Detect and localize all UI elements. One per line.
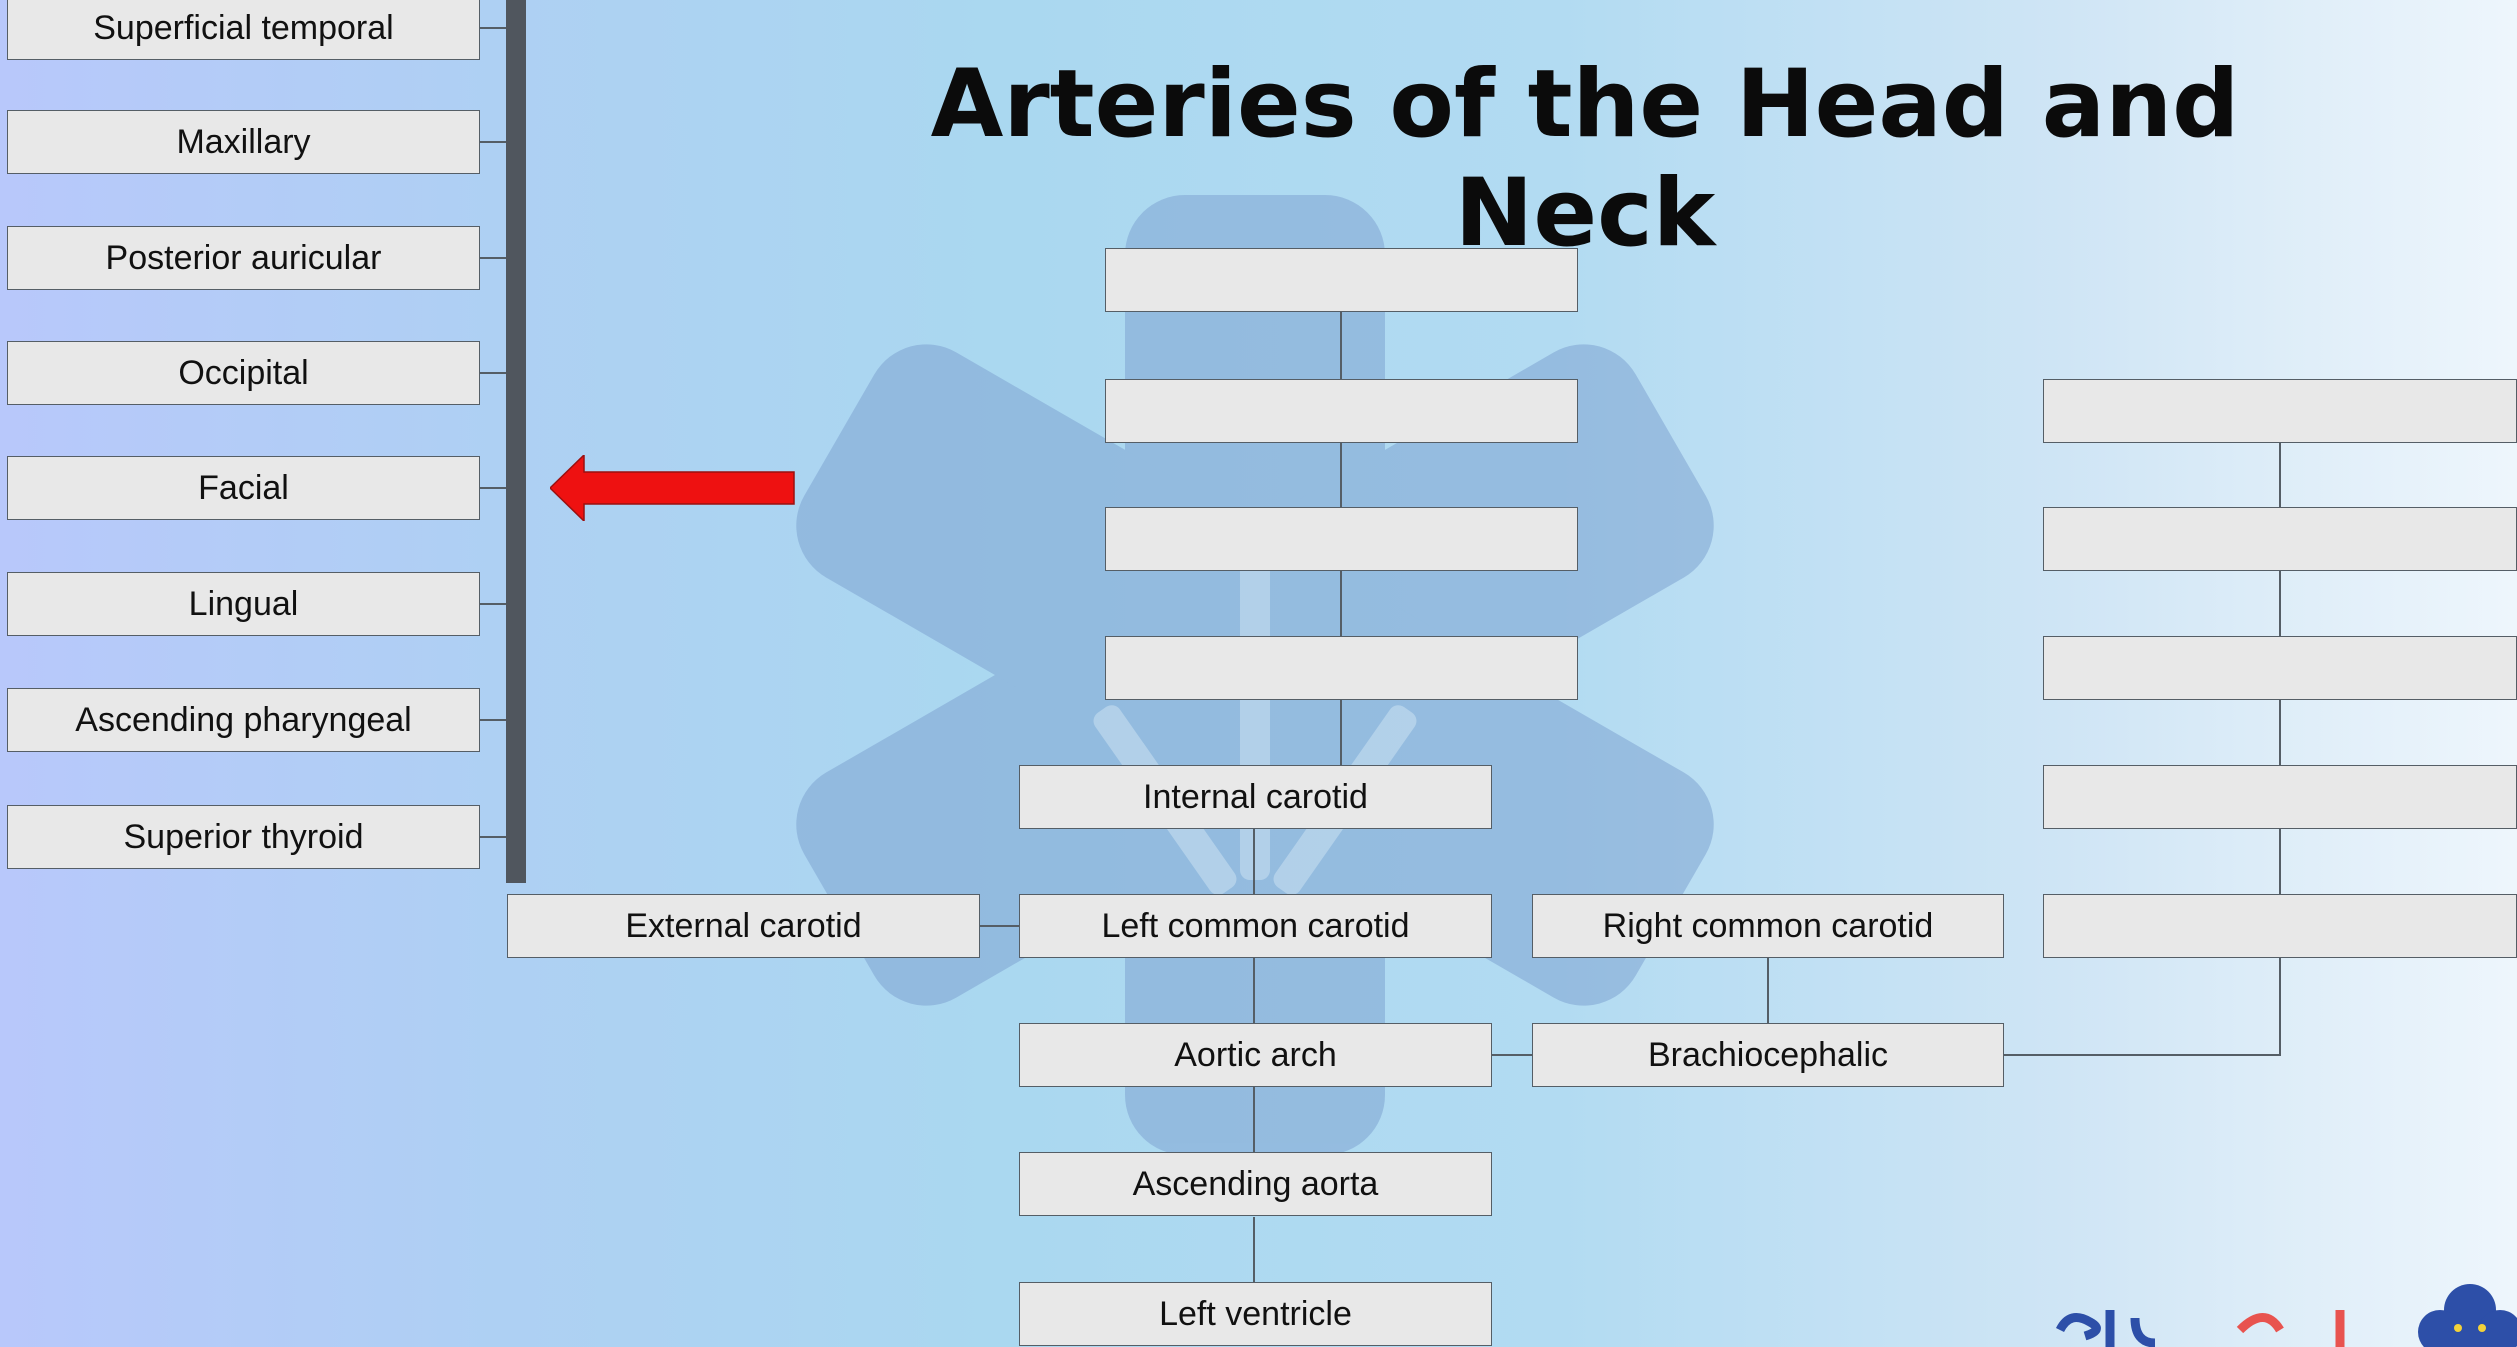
branch-bus-bar bbox=[506, 0, 526, 883]
box-left-ventricle: Left ventricle bbox=[1019, 1282, 1492, 1346]
box-maxillary: Maxillary bbox=[7, 110, 480, 174]
box-ascending-aorta: Ascending aorta bbox=[1019, 1152, 1492, 1216]
box-left-common-carotid: Left common carotid bbox=[1019, 894, 1492, 958]
box-brachiocephalic: Brachiocephalic bbox=[1532, 1023, 2004, 1087]
box-right-common-carotid: Right common carotid bbox=[1532, 894, 2004, 958]
box-aortic-arch: Aortic arch bbox=[1019, 1023, 1492, 1087]
left-arrow-icon bbox=[550, 455, 795, 521]
box-internal-carotid: Internal carotid bbox=[1019, 765, 1492, 829]
blank-box-center-3[interactable] bbox=[1105, 507, 1578, 571]
blank-box-right-5[interactable] bbox=[2043, 894, 2517, 958]
blank-box-right-2[interactable] bbox=[2043, 507, 2517, 571]
box-ascending-pharyngeal: Ascending pharyngeal bbox=[7, 688, 480, 752]
blank-box-right-4[interactable] bbox=[2043, 765, 2517, 829]
blank-box-right-1[interactable] bbox=[2043, 379, 2517, 443]
box-superficial-temporal: Superficial temporal bbox=[7, 0, 480, 60]
box-occipital: Occipital bbox=[7, 341, 480, 405]
blank-box-center-1[interactable] bbox=[1105, 248, 1578, 312]
blank-box-center-2[interactable] bbox=[1105, 379, 1578, 443]
blank-box-right-3[interactable] bbox=[2043, 636, 2517, 700]
box-external-carotid: External carotid bbox=[507, 894, 980, 958]
box-facial: Facial bbox=[7, 456, 480, 520]
blank-box-center-4[interactable] bbox=[1105, 636, 1578, 700]
page-title: Arteries of the Head and Neck bbox=[930, 50, 2240, 268]
studyaid-logo bbox=[2055, 1284, 2517, 1347]
box-lingual: Lingual bbox=[7, 572, 480, 636]
box-posterior-auricular: Posterior auricular bbox=[7, 226, 480, 290]
box-superior-thyroid: Superior thyroid bbox=[7, 805, 480, 869]
